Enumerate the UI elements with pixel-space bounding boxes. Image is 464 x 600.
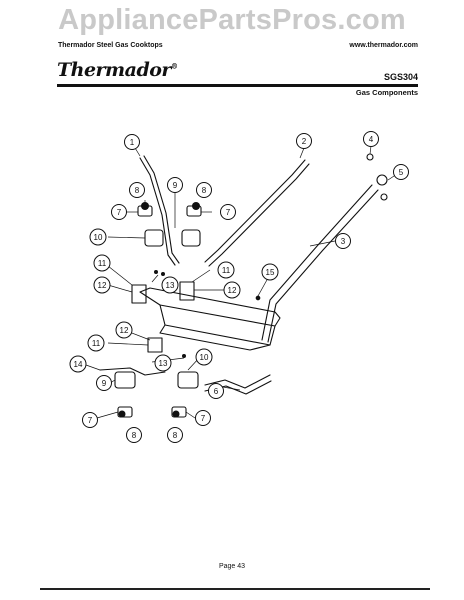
burner-tube-right (204, 159, 306, 263)
brand-name: Thermador (57, 59, 171, 81)
nut-13a (154, 270, 158, 274)
callout-11a: 11 (93, 254, 111, 272)
brand-logo: Thermador® (57, 59, 178, 81)
header-title: Thermador Steel Gas Cooktops (58, 42, 163, 49)
callout-13a-label: 13 (166, 281, 175, 290)
callout-6: 6 (208, 383, 224, 399)
callout-9b-label: 9 (102, 379, 107, 388)
callout-7d: 7 (195, 410, 211, 426)
manifold-tube (261, 184, 373, 341)
burner-tube-lower-left (99, 367, 166, 376)
callout-6-label: 6 (214, 387, 219, 396)
callout-1: 1 (124, 134, 140, 150)
callout-7b-label: 7 (226, 208, 231, 217)
callout-8a: 8 (129, 182, 145, 198)
bracket-center (147, 337, 163, 353)
fitting-5-nut (380, 193, 388, 201)
header-rule (57, 84, 418, 87)
callout-12c: 12 (115, 321, 133, 339)
nut-13c (182, 354, 186, 358)
callout-8c: 8 (126, 427, 142, 443)
callout-7d-label: 7 (201, 414, 206, 423)
mounting-rail-lower (159, 304, 276, 346)
callout-15-label: 15 (266, 268, 275, 277)
callout-4-label: 4 (369, 135, 374, 144)
callout-7b: 7 (220, 204, 236, 220)
bracket-right (179, 281, 195, 301)
burner-tube-lower (204, 374, 271, 389)
footer-rule (40, 588, 430, 590)
callout-12c-label: 12 (120, 326, 129, 335)
callout-15: 15 (261, 263, 279, 281)
callout-14-label: 14 (74, 360, 83, 369)
callout-8a-label: 8 (135, 186, 140, 195)
bracket-left (131, 284, 147, 304)
callout-3: 3 (335, 233, 351, 249)
header-website: www.thermador.com (349, 42, 418, 49)
callout-9a: 9 (167, 177, 183, 193)
valve-body-lower-right (177, 371, 199, 389)
watermark: AppliancePartsPros.com (58, 4, 406, 36)
page-number: Page 43 (218, 563, 246, 570)
brand-registered-mark: ® (170, 61, 178, 71)
valve-body-upper-right (181, 229, 201, 247)
nut-8c (118, 410, 126, 418)
nut-8b (192, 202, 200, 210)
callout-4: 4 (363, 131, 379, 147)
callout-8b: 8 (196, 182, 212, 198)
callout-10b: 10 (195, 348, 213, 366)
callout-12b-label: 12 (228, 286, 237, 295)
callout-7c: 7 (82, 412, 98, 428)
callout-9a-label: 9 (173, 181, 178, 190)
burner-tube-left (139, 157, 176, 266)
callout-11a-label: 11 (98, 259, 107, 268)
callout-5-label: 5 (399, 168, 404, 177)
manifold-tube-outer (267, 189, 379, 343)
callout-12a: 12 (93, 276, 111, 294)
callout-11c-label: 11 (92, 339, 101, 348)
callout-10a: 10 (89, 228, 107, 246)
callout-1-label: 1 (130, 138, 135, 147)
nut-13b (161, 272, 165, 276)
burner-tube-right-outer (208, 163, 310, 267)
callout-11c: 11 (87, 334, 105, 352)
callout-13a: 13 (161, 276, 179, 294)
callout-9b: 9 (96, 375, 112, 391)
callout-7a: 7 (111, 204, 127, 220)
callout-7c-label: 7 (88, 416, 93, 425)
callout-10b-label: 10 (200, 353, 209, 362)
screw-15 (255, 295, 261, 301)
callout-10a-label: 10 (94, 233, 103, 242)
callout-13b-label: 13 (159, 359, 168, 368)
valve-body-upper-left (144, 229, 164, 247)
callout-13b: 13 (154, 354, 172, 372)
callout-11b: 11 (217, 261, 235, 279)
callout-11b-label: 11 (222, 266, 231, 275)
fitting-5 (376, 174, 388, 186)
callout-12a-label: 12 (98, 281, 107, 290)
callout-12b: 12 (223, 281, 241, 299)
callout-3-label: 3 (341, 237, 346, 246)
callout-8c-label: 8 (132, 431, 137, 440)
nut-8d (172, 410, 180, 418)
fitting-4 (366, 153, 374, 161)
callout-14: 14 (69, 355, 87, 373)
model-number: SGS304 (383, 72, 418, 82)
callout-2-label: 2 (302, 137, 307, 146)
valve-body-lower-left (114, 371, 136, 389)
callout-7a-label: 7 (117, 208, 122, 217)
callout-8d: 8 (167, 427, 183, 443)
callout-8d-label: 8 (173, 431, 178, 440)
burner-tube-left-outer (143, 155, 180, 264)
callout-5: 5 (393, 164, 409, 180)
callout-8b-label: 8 (202, 186, 207, 195)
section-title: Gas Components (355, 88, 418, 97)
callout-2: 2 (296, 133, 312, 149)
